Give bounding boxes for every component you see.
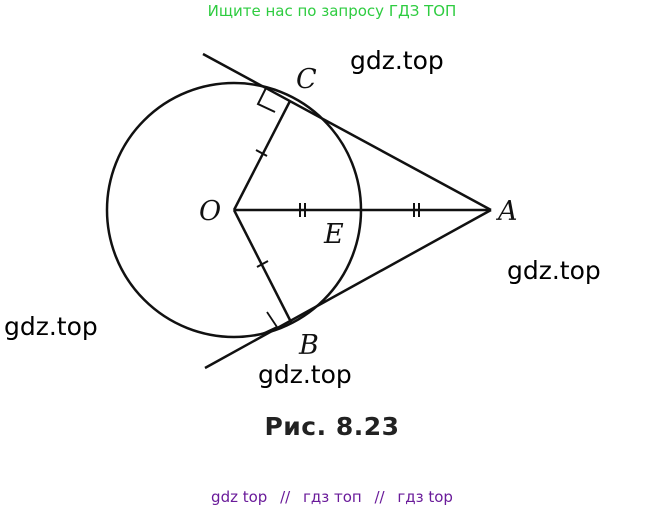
label-point-o: O xyxy=(199,196,221,227)
banner-search-hint: Ищите нас по запросу ГДЗ ТОП xyxy=(207,2,457,20)
radius-ob xyxy=(232,209,294,325)
watermark: gdz.top xyxy=(258,360,352,389)
watermark: gdz.top xyxy=(507,256,601,285)
tangent-line-ab xyxy=(204,208,492,370)
label-point-e: E xyxy=(323,219,344,250)
label-point-b: B xyxy=(298,330,319,361)
label-point-c: C xyxy=(296,64,317,95)
tick-mark-oc xyxy=(255,149,268,157)
radius-oc xyxy=(232,100,292,211)
right-angle-mark-b xyxy=(261,311,279,335)
watermark: gdz.top xyxy=(350,46,444,75)
tick-mark-ob xyxy=(256,260,269,268)
label-point-a: A xyxy=(495,196,518,227)
watermark: gdz.top xyxy=(4,312,98,341)
right-angle-mark-c xyxy=(256,87,276,113)
tangent-line-ac xyxy=(202,52,492,212)
footer-separator: // xyxy=(280,488,291,506)
footer-separator: // xyxy=(374,488,385,506)
footer-item[interactable]: гдз top xyxy=(397,488,453,506)
footer-item[interactable]: gdz top xyxy=(211,488,268,506)
figure-caption: Рис. 8.23 xyxy=(264,412,400,441)
footer-links: gdz top // гдз топ // гдз top xyxy=(0,488,664,506)
footer-item[interactable]: гдз топ xyxy=(302,488,362,506)
